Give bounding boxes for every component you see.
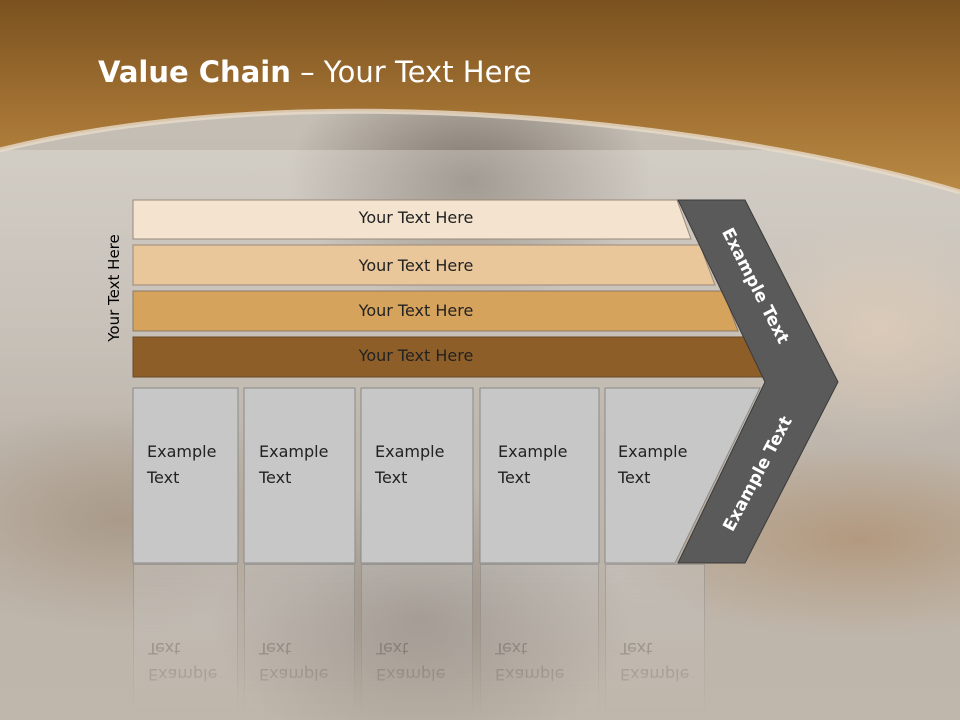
reflection-block-4: Example Text bbox=[480, 564, 599, 720]
row-shape-1 bbox=[132, 199, 692, 240]
reflection-block-5: Example Text bbox=[605, 564, 705, 720]
row-shape-3 bbox=[132, 290, 739, 332]
reflection-block-2-line1: Example bbox=[259, 665, 329, 684]
block-shape-2 bbox=[243, 387, 356, 564]
block-label-4-line2: Text bbox=[498, 468, 531, 487]
block-shape-1 bbox=[132, 387, 239, 564]
page-title: Value Chain – Your Text Here bbox=[98, 55, 532, 89]
reflection-block-3: Example Text bbox=[361, 564, 473, 720]
row-shape-2 bbox=[132, 244, 716, 286]
reflection-block-4-line2: Text bbox=[495, 639, 528, 658]
block-label-1-line2: Text bbox=[147, 468, 180, 487]
reflection-block-1-line1: Example bbox=[148, 665, 218, 684]
reflection-block-5-line2: Text bbox=[620, 639, 653, 658]
block-label-5-line1: Example bbox=[618, 442, 688, 461]
row-label-1: Your Text Here bbox=[358, 208, 474, 227]
block-label-3-line1: Example bbox=[375, 442, 445, 461]
reflection-block-2: Example Text bbox=[244, 564, 355, 720]
block-label-5: Example Text bbox=[618, 439, 687, 491]
block-shape-3 bbox=[360, 387, 474, 564]
block-shape-4 bbox=[479, 387, 600, 564]
block-label-4-line1: Example bbox=[498, 442, 568, 461]
block-shape-5 bbox=[604, 387, 761, 564]
reflection-block-2-line2: Text bbox=[259, 639, 292, 658]
reflection: Example Text Example Text Example Text E… bbox=[0, 562, 960, 720]
block-label-1: Example Text bbox=[147, 439, 216, 491]
block-label-2-line1: Example bbox=[259, 442, 329, 461]
block-label-3: Example Text bbox=[375, 439, 444, 491]
reflection-block-4-line1: Example bbox=[495, 665, 565, 684]
reflection-block-5-line1: Example bbox=[620, 665, 690, 684]
row-label-4: Your Text Here bbox=[358, 346, 474, 365]
reflection-block-3-line2: Text bbox=[376, 639, 409, 658]
header-band bbox=[0, 0, 960, 195]
row-label-3: Your Text Here bbox=[358, 301, 474, 320]
block-label-2: Example Text bbox=[259, 439, 328, 491]
block-label-5-line2: Text bbox=[618, 468, 651, 487]
reflection-block-1: Example Text bbox=[133, 564, 238, 720]
chevron-shape bbox=[677, 199, 839, 564]
row-label-2: Your Text Here bbox=[358, 256, 474, 275]
block-label-4: Example Text bbox=[498, 439, 567, 491]
block-label-2-line2: Text bbox=[259, 468, 292, 487]
title-rest: – Your Text Here bbox=[290, 55, 532, 89]
title-strong: Value Chain bbox=[98, 55, 291, 89]
reflection-block-1-line2: Text bbox=[148, 639, 181, 658]
reflection-block-3-line1: Example bbox=[376, 665, 446, 684]
block-label-1-line1: Example bbox=[147, 442, 217, 461]
block-label-3-line2: Text bbox=[375, 468, 408, 487]
